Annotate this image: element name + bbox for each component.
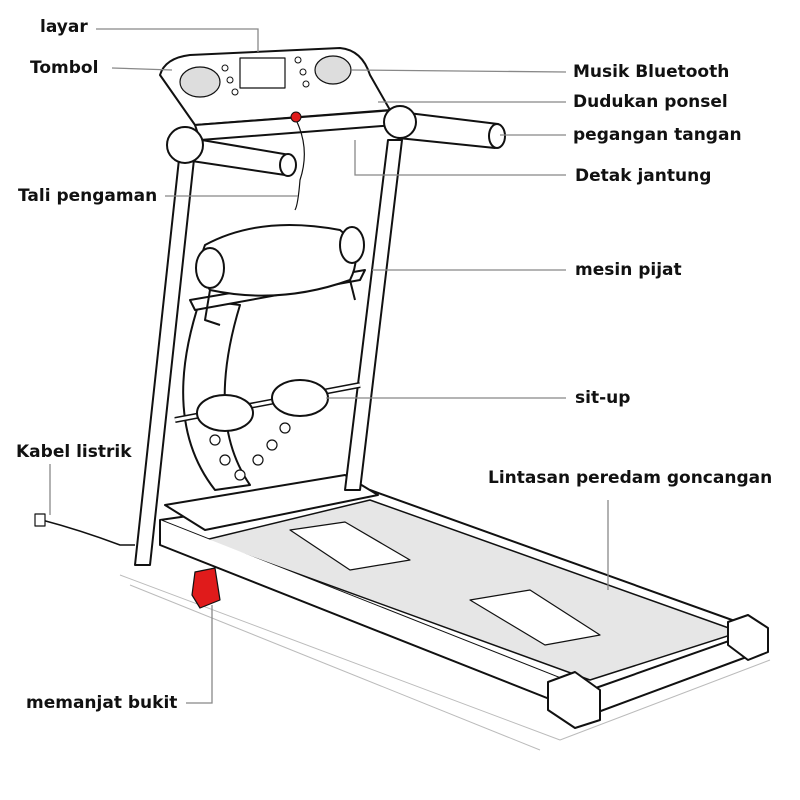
- incline-lever: [191, 567, 221, 609]
- label-situp: sit-up: [575, 388, 631, 408]
- rear-cap: [547, 671, 601, 729]
- label-heart-rate: Detak jantung: [575, 166, 712, 186]
- situp-roller-left: [196, 394, 254, 432]
- label-handrail: pegangan tangan: [573, 125, 742, 145]
- label-phone-holder: Dudukan ponsel: [573, 92, 728, 112]
- label-power-cable: Kabel listrik: [16, 442, 132, 462]
- right-upright: [344, 139, 403, 491]
- label-buttons: Tombol: [30, 58, 99, 78]
- safety-key: [290, 111, 302, 123]
- massager: [200, 224, 357, 297]
- label-incline: memanjat bukit: [26, 693, 178, 713]
- power-cord: [41, 519, 135, 546]
- leader-lines: [49, 28, 609, 704]
- label-massager: mesin pijat: [575, 260, 682, 280]
- label-safety-key: Tali pengaman: [18, 186, 158, 206]
- situp-roller-right: [271, 379, 329, 417]
- label-shock-track: Lintasan peredam goncangan: [488, 468, 773, 488]
- screen: [239, 57, 286, 89]
- label-screen: layar: [40, 17, 88, 37]
- floor-shadow: [119, 574, 771, 751]
- motor-hood: [164, 474, 379, 531]
- label-bluetooth-music: Musik Bluetooth: [573, 62, 730, 82]
